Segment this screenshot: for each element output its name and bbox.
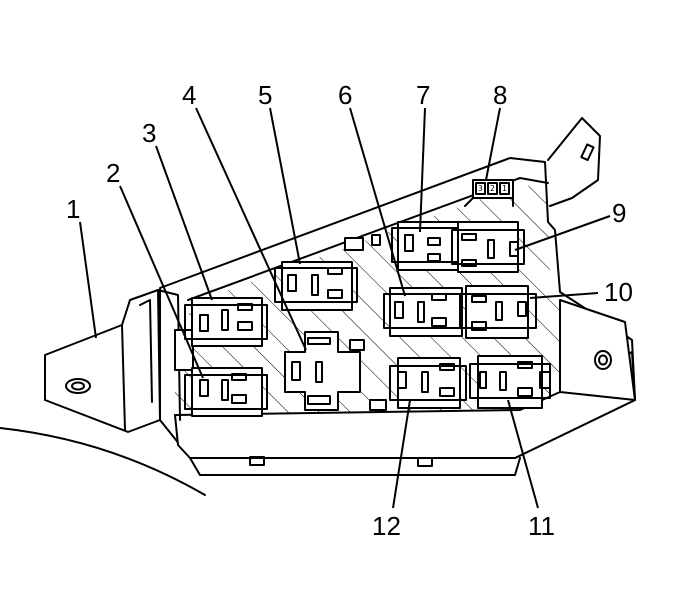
connector-8: [464, 179, 514, 207]
relay-4: [284, 331, 361, 411]
callout-11: 11: [528, 511, 555, 541]
leader-7: [419, 107, 426, 233]
callout-7: 7: [416, 80, 431, 110]
connector-pin-label: 3: [478, 184, 483, 193]
relay-12: [389, 357, 467, 409]
leader-2: [119, 185, 204, 379]
leader-4: [195, 107, 307, 351]
relay-3: [184, 297, 268, 347]
flange-hole: [594, 350, 612, 370]
leader-6: [349, 107, 406, 297]
leader-3: [155, 145, 213, 301]
callout-1: 1: [66, 194, 81, 224]
relay-2: [184, 367, 268, 417]
callout-4: 4: [182, 80, 197, 110]
connector-pin-label: 2: [490, 184, 495, 193]
callout-6: 6: [338, 80, 353, 110]
relay-5: [274, 261, 358, 311]
callout-9: 9: [612, 198, 627, 228]
leader-9: [514, 215, 611, 251]
callout-8: 8: [493, 80, 508, 110]
mounting-bracket: [44, 289, 161, 433]
callout-10: 10: [604, 277, 633, 307]
callout-2: 2: [106, 158, 121, 188]
right-mounting-tab: [547, 117, 601, 207]
leader-10: [529, 292, 599, 299]
callout-12: 12: [372, 511, 401, 541]
leader-11: [507, 399, 539, 509]
leader-12: [392, 399, 411, 509]
relay-10: [459, 285, 537, 339]
relay-6: [383, 287, 469, 337]
leader-1: [79, 221, 97, 339]
mounting-surface-curve: [0, 427, 206, 496]
bracket-hole: [65, 378, 91, 394]
callout-3: 3: [142, 118, 157, 148]
connector-pin-label: 1: [502, 184, 507, 193]
relay-11: [469, 355, 551, 409]
leader-8: [485, 107, 501, 181]
right-flange: [559, 299, 636, 401]
callout-5: 5: [258, 80, 273, 110]
leader-5: [269, 107, 301, 265]
relay-9: [451, 221, 525, 273]
